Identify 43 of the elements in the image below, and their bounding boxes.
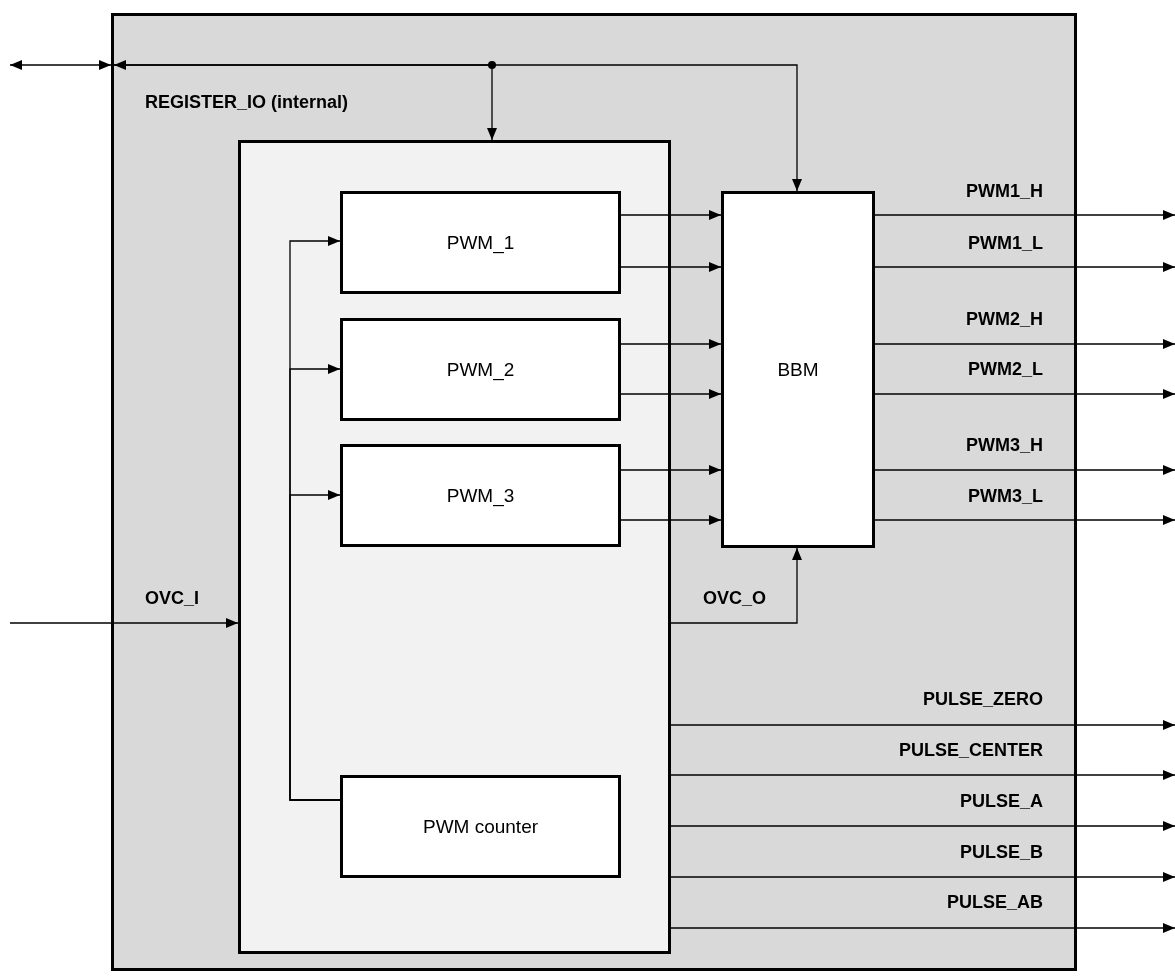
- arrow: [874, 210, 1175, 220]
- block: BBM: [721, 191, 875, 548]
- arrow: [113, 64, 802, 192]
- arrow: [620, 262, 722, 272]
- arrow: [9, 618, 239, 628]
- signal-label: PULSE_ZERO: [922, 689, 1043, 709]
- block: PWM counter: [340, 775, 621, 878]
- signal-label: OVC_O: [703, 588, 767, 608]
- arrow: [620, 210, 722, 220]
- arrow: [620, 465, 722, 475]
- signal-label: REGISTER_IO (internal): [145, 92, 349, 112]
- arrow: [874, 262, 1175, 272]
- arrow: [874, 515, 1175, 525]
- arrow: [670, 720, 1175, 730]
- signal-label: PULSE_AB: [946, 892, 1043, 912]
- signal-label: PWM2_H: [966, 309, 1043, 329]
- arrow: [670, 547, 802, 624]
- arrow: [670, 770, 1175, 780]
- arrow: [289, 490, 341, 801]
- arrow: [874, 389, 1175, 399]
- signal-label: PWM2_L: [968, 359, 1043, 379]
- arrow: [874, 465, 1175, 475]
- arrow: [670, 872, 1175, 882]
- block: PWM_2: [340, 318, 621, 421]
- arrow: [874, 339, 1175, 349]
- arrow: [620, 339, 722, 349]
- signal-label: PWM3_H: [966, 435, 1043, 455]
- signal-label: OVC_I: [145, 588, 200, 608]
- arrow: [9, 60, 112, 70]
- arrow: [670, 821, 1175, 831]
- signal-label: PULSE_CENTER: [898, 740, 1043, 760]
- signal-label: PWM3_L: [968, 486, 1043, 506]
- outer-block: [111, 13, 1077, 971]
- signal-label: PWM1_L: [968, 233, 1043, 253]
- signal-label: PULSE_A: [959, 791, 1043, 811]
- block: PWM_3: [340, 444, 621, 547]
- arrow: [670, 923, 1175, 933]
- block: PWM_1: [340, 191, 621, 294]
- arrow: [620, 389, 722, 399]
- inner-block: [238, 140, 671, 954]
- signal-label: PULSE_B: [959, 842, 1043, 862]
- signal-label: PWM1_H: [966, 181, 1043, 201]
- arrow: [620, 515, 722, 525]
